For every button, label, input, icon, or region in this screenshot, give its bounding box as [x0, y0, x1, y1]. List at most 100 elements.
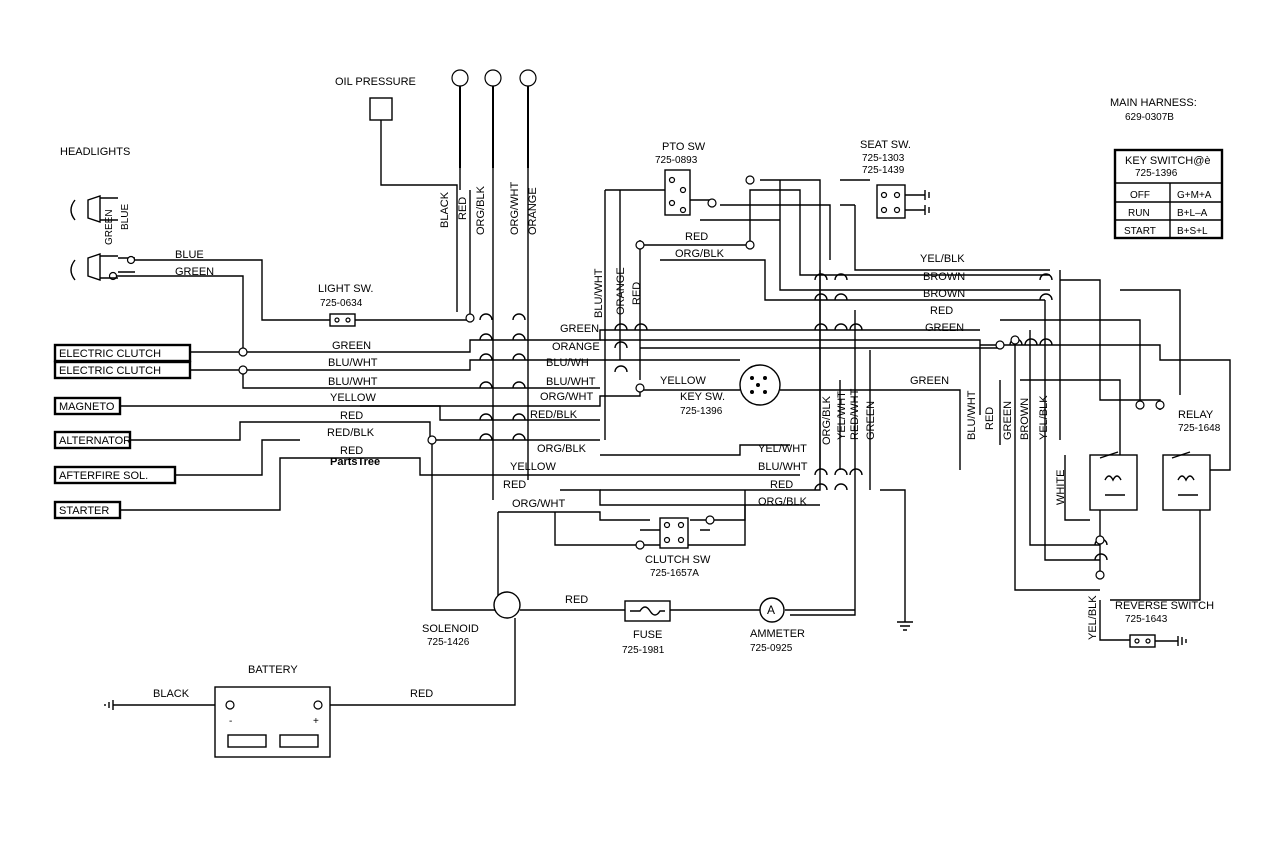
- wire-label: ORG/WHT: [509, 182, 521, 235]
- wires: [113, 82, 1231, 706]
- wire-label: ORG/BLK: [758, 496, 808, 508]
- key-table-header: KEY SWITCH@è: [1125, 155, 1211, 167]
- wire-label: RED: [770, 479, 793, 491]
- light-sw-label: LIGHT SW.: [318, 283, 373, 295]
- wire-label: YELLOW: [660, 375, 706, 387]
- ground-symbols: [104, 621, 913, 710]
- fuse: FUSE 725-1981: [622, 600, 671, 656]
- key-row-pos: START: [1124, 226, 1156, 237]
- oil-pressure-sender: OIL PRESSURE: [335, 76, 416, 121]
- connector-label: ELECTRIC CLUTCH: [59, 365, 161, 377]
- key-row-contacts: B+S+L: [1177, 226, 1208, 237]
- seat-sw-label: SEAT SW.: [860, 139, 911, 151]
- afterfire-sol-connector: [53, 465, 177, 485]
- headlights: HEADLIGHTS: [60, 146, 130, 281]
- fuse-label: FUSE: [633, 629, 662, 641]
- light-switch: LIGHT SW. 725-0634: [318, 283, 373, 327]
- headlights-label: HEADLIGHTS: [60, 146, 130, 158]
- electric-clutch-connector: [53, 360, 192, 380]
- wire-label: RED: [984, 407, 996, 430]
- harness-title: MAIN HARNESS:: [1110, 97, 1197, 109]
- fuse-part: 725-1981: [622, 645, 665, 656]
- wire-label: YELLOW: [510, 461, 556, 473]
- solenoid-label: SOLENOID: [422, 623, 479, 635]
- key-switch-table: KEY SWITCH@è 725-1396 OFF G+M+A RUN B+L–…: [1113, 148, 1224, 240]
- key-sw-label: KEY SW.: [680, 391, 725, 403]
- pto-sw-part: 725-0893: [655, 155, 698, 166]
- wire-label: YELLOW: [330, 392, 376, 404]
- solenoid: SOLENOID 725-1426: [422, 591, 521, 648]
- wire-label: BLACK: [153, 688, 190, 700]
- battery-pos: +: [313, 716, 319, 727]
- connectors: ELECTRIC CLUTCH ELECTRIC CLUTCH MAGNETO …: [53, 343, 192, 520]
- oil-pressure-label: OIL PRESSURE: [335, 76, 416, 88]
- relay-label: RELAY: [1178, 409, 1214, 421]
- wire-label: WHITE: [1055, 470, 1067, 505]
- wire-label: BLACK: [439, 191, 451, 228]
- wire-label: ORG/BLK: [821, 395, 833, 445]
- wire-label: RED: [457, 197, 469, 220]
- reverse-sw-part: 725-1643: [1125, 614, 1168, 625]
- key-row-contacts: G+M+A: [1177, 190, 1212, 201]
- reverse-switch: REVERSE SWITCH 725-1643: [1115, 600, 1214, 648]
- wire-label: BROWN: [1019, 398, 1031, 440]
- wire-label: RED: [565, 594, 588, 606]
- watermark: PartsTree: [330, 456, 380, 468]
- key-row-pos: RUN: [1128, 208, 1150, 219]
- wire-label: RED: [930, 305, 953, 317]
- light-sw-part: 725-0634: [320, 298, 363, 309]
- wire-label: YEL/BLK: [1038, 395, 1050, 440]
- wire-label: ORG/WHT: [540, 391, 593, 403]
- wire-label: BLU/WH: [546, 357, 589, 369]
- wire-label: GREEN: [175, 266, 214, 278]
- wire-label: RED: [340, 410, 363, 422]
- wire-label: BLU/WHT: [328, 376, 378, 388]
- key-switch: KEY SW. 725-1396: [680, 364, 781, 417]
- battery: BATTERY - +: [214, 664, 331, 758]
- wire-label: BLUE: [175, 249, 204, 261]
- ammeter-symbol: A: [767, 603, 775, 617]
- wire-label: RED: [503, 479, 526, 491]
- wire-label: ORG/BLK: [675, 248, 725, 260]
- wire-label: ORANGE: [615, 267, 627, 315]
- wire-label: ORANGE: [552, 341, 600, 353]
- key-table-part: 725-1396: [1135, 168, 1178, 179]
- seat-sw-part1: 725-1303: [862, 153, 905, 164]
- seat-switch: SEAT SW. 725-1303 725-1439: [860, 139, 930, 219]
- junctions: [108, 175, 1165, 580]
- pto-switch: PTO SW 725-0893: [655, 141, 706, 216]
- wire-label: RED/WHT: [849, 388, 861, 440]
- wire-label: RED: [631, 282, 643, 305]
- wire-label: BLUE: [120, 204, 131, 230]
- wire-label: ORG/BLK: [475, 185, 487, 235]
- clutch-sw-part: 725-1657A: [650, 568, 699, 579]
- wire-label: YEL/WHT: [836, 391, 848, 440]
- wire-label: BLU/WHT: [546, 376, 596, 388]
- connector-label: ALTERNATOR: [59, 435, 131, 447]
- seat-sw-part2: 725-1439: [862, 165, 905, 176]
- wire-label: RED/BLK: [530, 409, 578, 421]
- ammeter-part: 725-0925: [750, 643, 793, 654]
- wire-label: BLU/WHT: [593, 268, 605, 318]
- connector-label: ELECTRIC CLUTCH: [59, 348, 161, 360]
- wire-label: GREEN: [1002, 401, 1014, 440]
- alternator-connector: [53, 430, 132, 450]
- relays: RELAY 725-1648: [1089, 409, 1221, 511]
- key-row-pos: OFF: [1130, 190, 1150, 201]
- wire-label: GREEN: [910, 375, 949, 387]
- connector-label: AFTERFIRE SOL.: [59, 470, 148, 482]
- clutch-switch: CLUTCH SW 725-1657A: [645, 517, 711, 579]
- connector-label: MAGNETO: [59, 401, 115, 413]
- key-row-contacts: B+L–A: [1177, 208, 1208, 219]
- wire-label: GREEN: [560, 323, 599, 335]
- connector-label: STARTER: [59, 505, 109, 517]
- wire-label: RED: [410, 688, 433, 700]
- wire-label: YEL/BLK: [920, 253, 965, 265]
- ammeter: A AMMETER 725-0925: [750, 597, 805, 654]
- ammeter-label: AMMETER: [750, 628, 805, 640]
- wire-label: YEL/WHT: [758, 443, 807, 455]
- battery-neg: -: [229, 716, 232, 727]
- wire-label: BLU/WHT: [328, 357, 378, 369]
- wire-label: RED: [340, 445, 363, 457]
- wire-label: BLU/WHT: [966, 390, 978, 440]
